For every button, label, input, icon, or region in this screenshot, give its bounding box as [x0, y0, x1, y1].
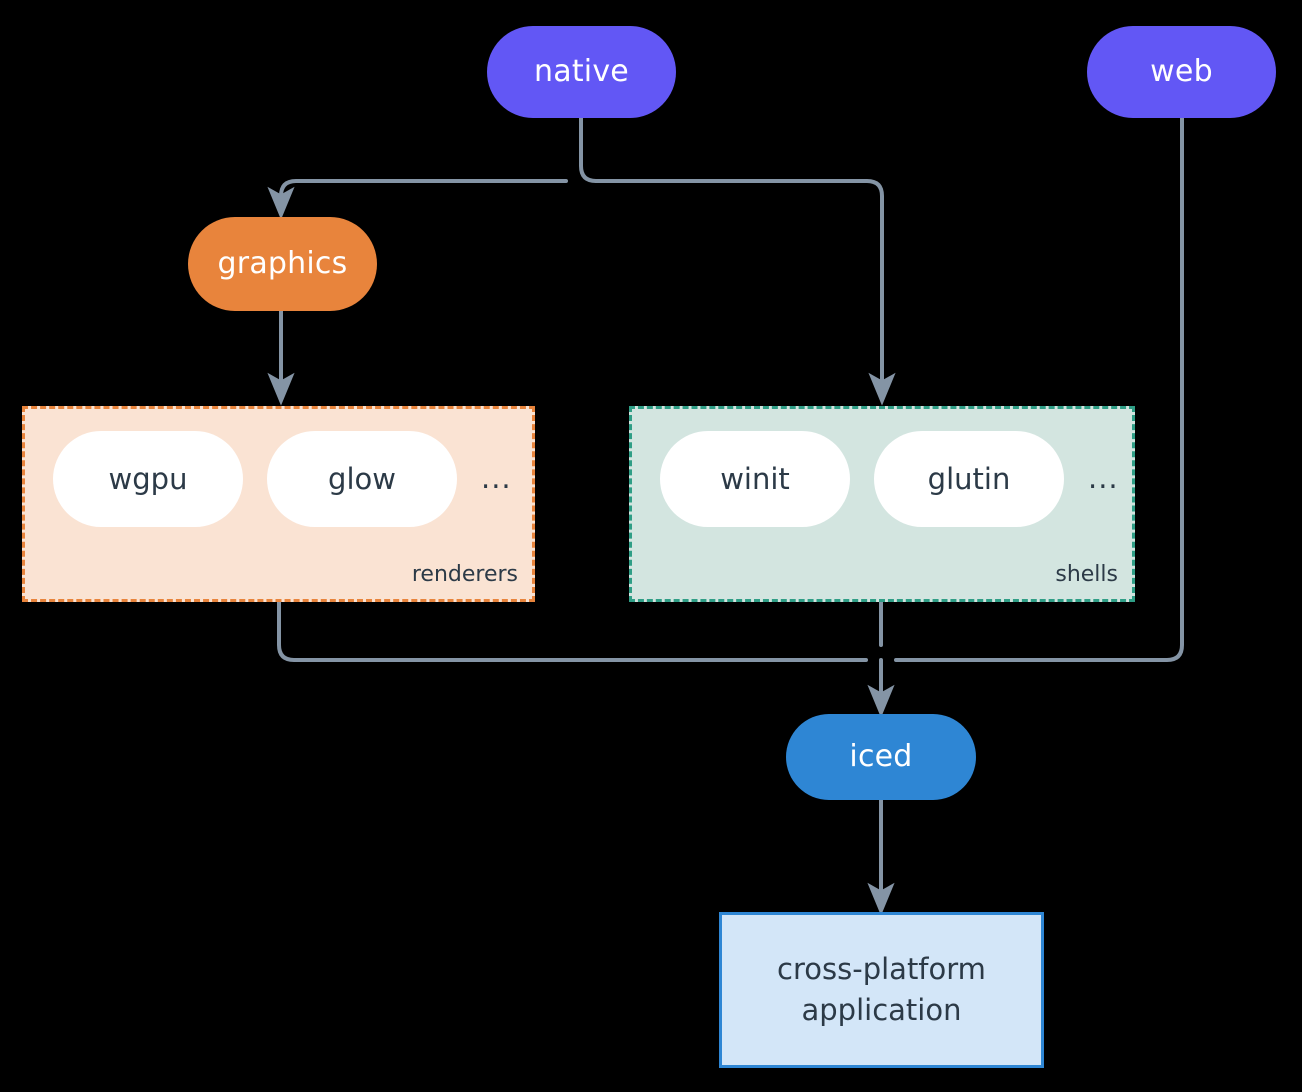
node-iced[interactable]: iced	[786, 714, 976, 800]
group-shells: winit glutin ... shells	[629, 406, 1135, 602]
node-web[interactable]: web	[1087, 26, 1276, 118]
chip-glutin-label: glutin	[927, 462, 1011, 496]
chip-winit[interactable]: winit	[660, 431, 850, 527]
shells-more-ellipsis: ...	[1088, 461, 1119, 496]
node-iced-label: iced	[849, 738, 913, 774]
node-native-label: native	[534, 53, 629, 89]
chip-glutin[interactable]: glutin	[874, 431, 1064, 527]
application-label-line1: cross-platform	[777, 951, 986, 986]
edge-native-trunk	[579, 116, 598, 183]
chip-glow[interactable]: glow	[267, 431, 457, 527]
node-graphics[interactable]: graphics	[188, 217, 377, 311]
group-renderers: wgpu glow ... renderers	[22, 406, 535, 602]
application-text-block: cross-platform application	[777, 949, 986, 1031]
edge-native-to-graphics	[267, 179, 568, 220]
group-renderers-label: renderers	[411, 562, 518, 587]
chip-winit-label: winit	[720, 462, 790, 496]
node-native[interactable]: native	[487, 26, 676, 118]
chip-wgpu[interactable]: wgpu	[53, 431, 243, 527]
renderers-chip-row: wgpu glow ...	[25, 431, 532, 527]
node-cross-platform-application[interactable]: cross-platform application	[719, 912, 1044, 1068]
chip-wgpu-label: wgpu	[108, 462, 188, 496]
renderers-more-ellipsis: ...	[481, 461, 512, 496]
application-label-line2: application	[801, 993, 962, 1027]
edge-native-to-shells	[594, 179, 896, 406]
node-graphics-label: graphics	[217, 245, 348, 281]
node-web-label: web	[1150, 53, 1213, 89]
edge-renderers-to-bus	[277, 600, 868, 662]
shells-chip-row: winit glutin ...	[632, 431, 1132, 527]
group-shells-label: shells	[1055, 562, 1118, 587]
chip-glow-label: glow	[328, 462, 396, 496]
